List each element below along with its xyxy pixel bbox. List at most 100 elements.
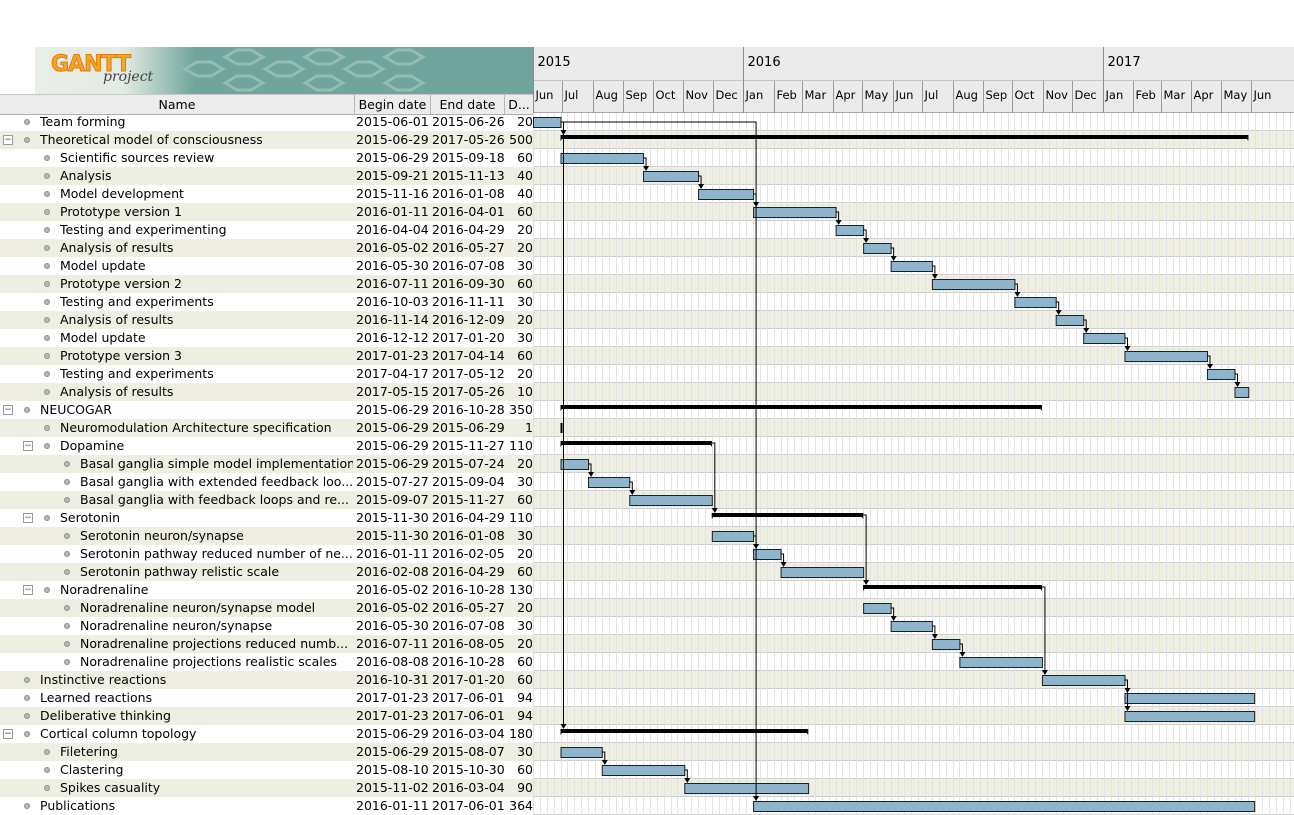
task-name: Noradrenaline projections realistic scal… xyxy=(80,654,337,669)
task-end-date: 2016-01-08 xyxy=(432,528,505,543)
task-end-date: 2016-08-05 xyxy=(432,636,505,651)
column-header-begin-date[interactable]: Begin date xyxy=(355,95,431,114)
task-duration: 364 xyxy=(509,798,533,813)
task-row[interactable]: Noradrenaline projections realistic scal… xyxy=(0,653,533,671)
task-end-date: 2017-06-01 xyxy=(432,690,505,705)
summary-bar xyxy=(560,405,1042,409)
dependency-arrowhead xyxy=(711,508,718,513)
month-label: Jun xyxy=(535,88,554,102)
month-label: May xyxy=(1224,88,1248,102)
collapse-toggle-icon[interactable]: − xyxy=(3,729,13,739)
month-label: Jun xyxy=(1253,88,1272,102)
dependency-arrowhead xyxy=(1083,328,1090,333)
task-name: Testing and experimenting xyxy=(60,222,227,237)
task-begin-date: 2015-06-29 xyxy=(356,456,429,471)
chart-row-stripe xyxy=(533,563,1294,581)
task-begin-date: 2015-06-29 xyxy=(356,150,429,165)
task-begin-date: 2016-10-31 xyxy=(356,672,429,687)
task-bar xyxy=(959,657,1043,668)
column-header-duration[interactable]: D... xyxy=(508,97,530,112)
task-duration: 20 xyxy=(517,636,533,651)
collapse-toggle-icon[interactable]: − xyxy=(3,405,13,415)
dependency-line xyxy=(753,535,757,545)
task-name: Testing and experiments xyxy=(60,366,214,381)
task-duration: 180 xyxy=(509,726,533,741)
task-duration: 30 xyxy=(517,294,533,309)
task-begin-date: 2015-06-29 xyxy=(356,402,429,417)
dependency-arrowhead xyxy=(931,274,938,279)
task-bar xyxy=(780,567,865,578)
dependency-line xyxy=(780,553,785,563)
month-label: Mar xyxy=(1164,88,1186,102)
task-bar xyxy=(1124,351,1208,362)
task-duration: 20 xyxy=(517,600,533,615)
dependency-arrowhead xyxy=(1041,670,1048,675)
month-label: Sep xyxy=(986,88,1008,102)
chart-row-stripe xyxy=(533,275,1294,293)
task-row[interactable]: Basal ganglia with extended feedback loo… xyxy=(0,473,533,491)
task-begin-date: 2015-06-29 xyxy=(356,438,429,453)
task-bar xyxy=(753,207,837,218)
collapse-toggle-icon[interactable]: − xyxy=(23,513,33,523)
column-header-name[interactable]: Name xyxy=(0,95,355,114)
task-row[interactable]: Basal ganglia simple model implementatio… xyxy=(0,455,533,473)
task-end-date: 2016-09-30 xyxy=(432,276,505,291)
task-duration: 20 xyxy=(517,546,533,561)
task-duration: 60 xyxy=(517,150,533,165)
task-row[interactable]: Serotonin pathway reduced number of ne..… xyxy=(0,545,533,563)
task-row[interactable]: Basal ganglia with feedback loops and re… xyxy=(0,491,533,509)
task-name: Prototype version 3 xyxy=(60,348,182,363)
month-label: Jun xyxy=(895,88,914,102)
task-end-date: 2016-10-28 xyxy=(432,582,505,597)
column-header-end-date[interactable]: End date xyxy=(431,95,505,114)
summary-start-marker xyxy=(711,513,716,519)
task-begin-date: 2016-10-03 xyxy=(356,294,429,309)
task-name: Theoretical model of consciousness xyxy=(40,132,263,147)
collapse-toggle-icon[interactable]: − xyxy=(3,135,13,145)
dependency-line xyxy=(601,751,606,761)
collapse-toggle-icon[interactable]: − xyxy=(23,585,33,595)
task-duration: 60 xyxy=(517,276,533,291)
collapse-toggle-icon[interactable]: − xyxy=(23,441,33,451)
dependency-line xyxy=(1234,373,1239,383)
task-bullet-icon xyxy=(44,299,50,305)
task-row[interactable]: Noradrenaline projections reduced numb..… xyxy=(0,635,533,653)
task-end-date: 2015-09-04 xyxy=(432,474,505,489)
task-name: Clastering xyxy=(60,762,124,777)
dependency-line xyxy=(931,625,936,635)
task-row[interactable]: Neuromodulation Architecture specificati… xyxy=(0,419,533,437)
